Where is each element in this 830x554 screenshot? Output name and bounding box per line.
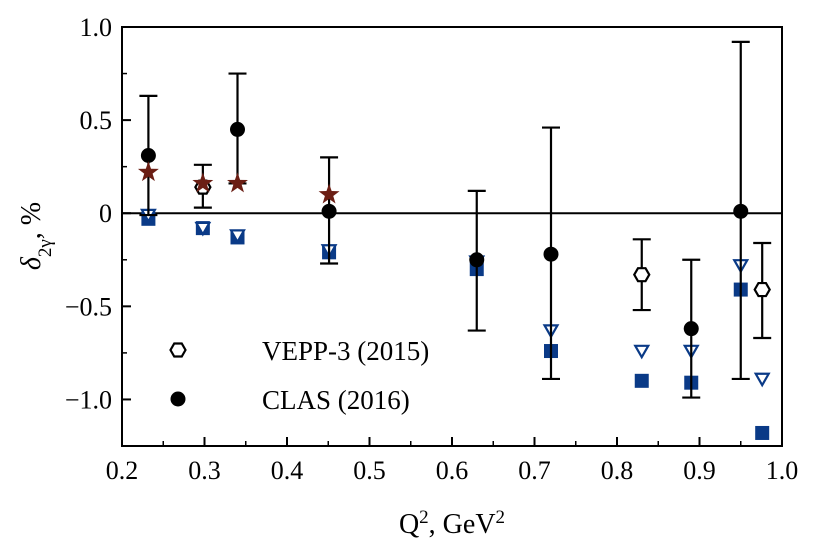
x-tick-label: 0.6 [436,456,469,485]
x-tick-label: 1.0 [766,456,799,485]
data-point-triangle-down-open [633,344,651,360]
legend-circle-symbol [170,391,186,407]
y-tick-label: −1.0 [65,385,112,414]
x-tick-label: 0.5 [353,456,386,485]
legend-marker-circle [170,391,186,407]
y-axis-label: δ2γ, % [16,202,56,270]
data-point-star-filled [192,172,214,193]
plot-frame [121,26,783,447]
data-point-star-filled [318,183,340,204]
data-points [137,40,772,440]
data-point-triangle-down-open [194,221,212,237]
data-point-triangle-down-open [229,229,246,244]
data-point-triangle-down-open [753,372,771,388]
data-point-star-filled [227,172,248,193]
y-tick-label: −0.5 [65,292,112,321]
x-tick-label: 0.9 [683,456,716,485]
data-point-hexagon-open [632,267,651,283]
x-tick-label: 0.4 [271,456,304,485]
legend-label-clas: CLAS (2016) [262,385,410,415]
legend: VEPP-3 (2015) CLAS (2016) [169,336,429,415]
y-tick-label: 0 [99,199,112,228]
x-tick-label: 0.8 [601,456,634,485]
x-axis-label: Q2, GeV2 [399,507,505,541]
data-point-circle-filled [733,203,749,219]
legend-hexagon-symbol [169,342,187,358]
data-point-star-filled [137,161,159,182]
data-point-circle-filled [321,203,337,219]
data-point-circle-filled [140,147,156,163]
data-point-square-filled [755,425,770,440]
data-point-hexagon-open [753,281,771,298]
axis-tick-labels: 0.2 0.3 0.4 0.5 0.6 0.7 0.8 0.9 1.0 1.0 0.5 0 −0.5 −1… [65,13,798,485]
axis-ticks [121,26,783,446]
y-tick-label: 1.0 [80,13,113,42]
data-point-circle-filled [230,121,245,137]
data-point-circle-filled [543,246,559,262]
x-tick-label: 0.7 [518,456,551,485]
x-tick-label: 0.2 [106,456,139,485]
legend-marker-hexagon [169,342,187,358]
x-tick-label: 0.3 [188,456,221,485]
y-tick-label: 0.5 [80,106,113,135]
legend-label-vepp3: VEPP-3 (2015) [262,336,429,366]
data-point-circle-filled [683,321,699,337]
data-point-square-filled [634,373,649,388]
data-point-circle-filled [469,252,485,268]
